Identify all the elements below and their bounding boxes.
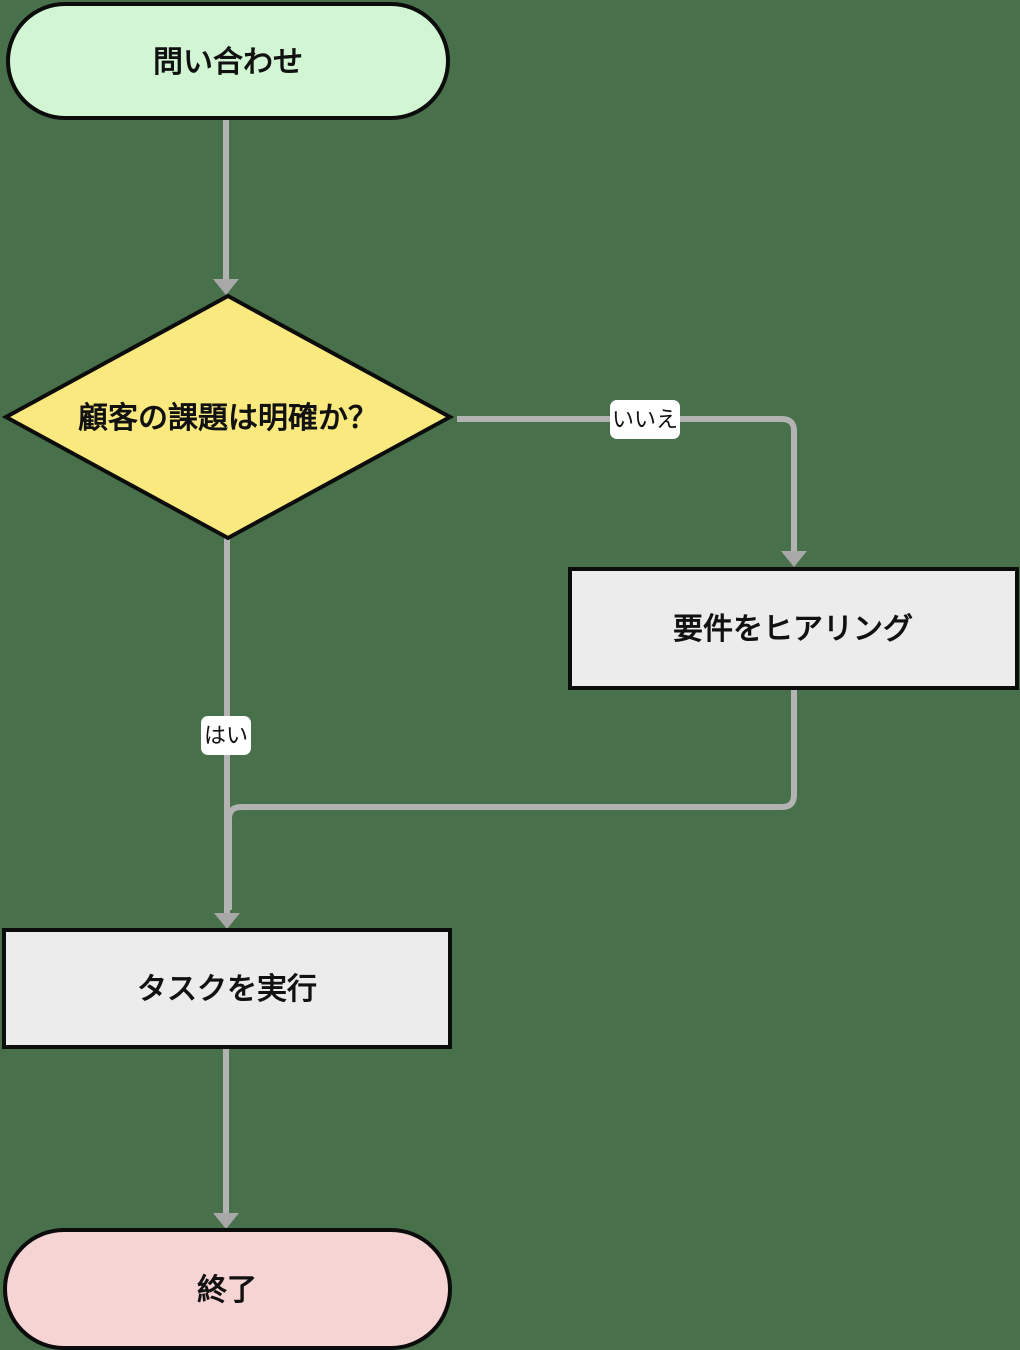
task-node-label: タスクを実行 (137, 973, 317, 1006)
end-node-label: 終了 (197, 1273, 257, 1307)
task-node (2, 928, 452, 1049)
arrowhead-into-hearing (781, 551, 807, 567)
arrowhead-into-decision (213, 279, 239, 295)
edge-decision-to-hearing (457, 416, 797, 552)
edge-label-no: いいえ (612, 407, 678, 432)
arrowhead-into-end (213, 1213, 239, 1229)
decision-node-label: 顧客の課題は明確か？ (78, 401, 378, 435)
edge-label-no-bg (610, 400, 680, 439)
start-node (6, 2, 450, 120)
hearing-node-label: 要件をヒアリング (673, 613, 913, 646)
edge-label-yes: はい (204, 723, 248, 748)
edge-label-yes-bg (201, 716, 251, 755)
decision-node (1, 293, 455, 541)
arrowhead-into-task (214, 913, 240, 929)
hearing-node (568, 567, 1019, 690)
start-node-label: 問い合わせ (153, 45, 303, 79)
end-node (3, 1228, 452, 1350)
